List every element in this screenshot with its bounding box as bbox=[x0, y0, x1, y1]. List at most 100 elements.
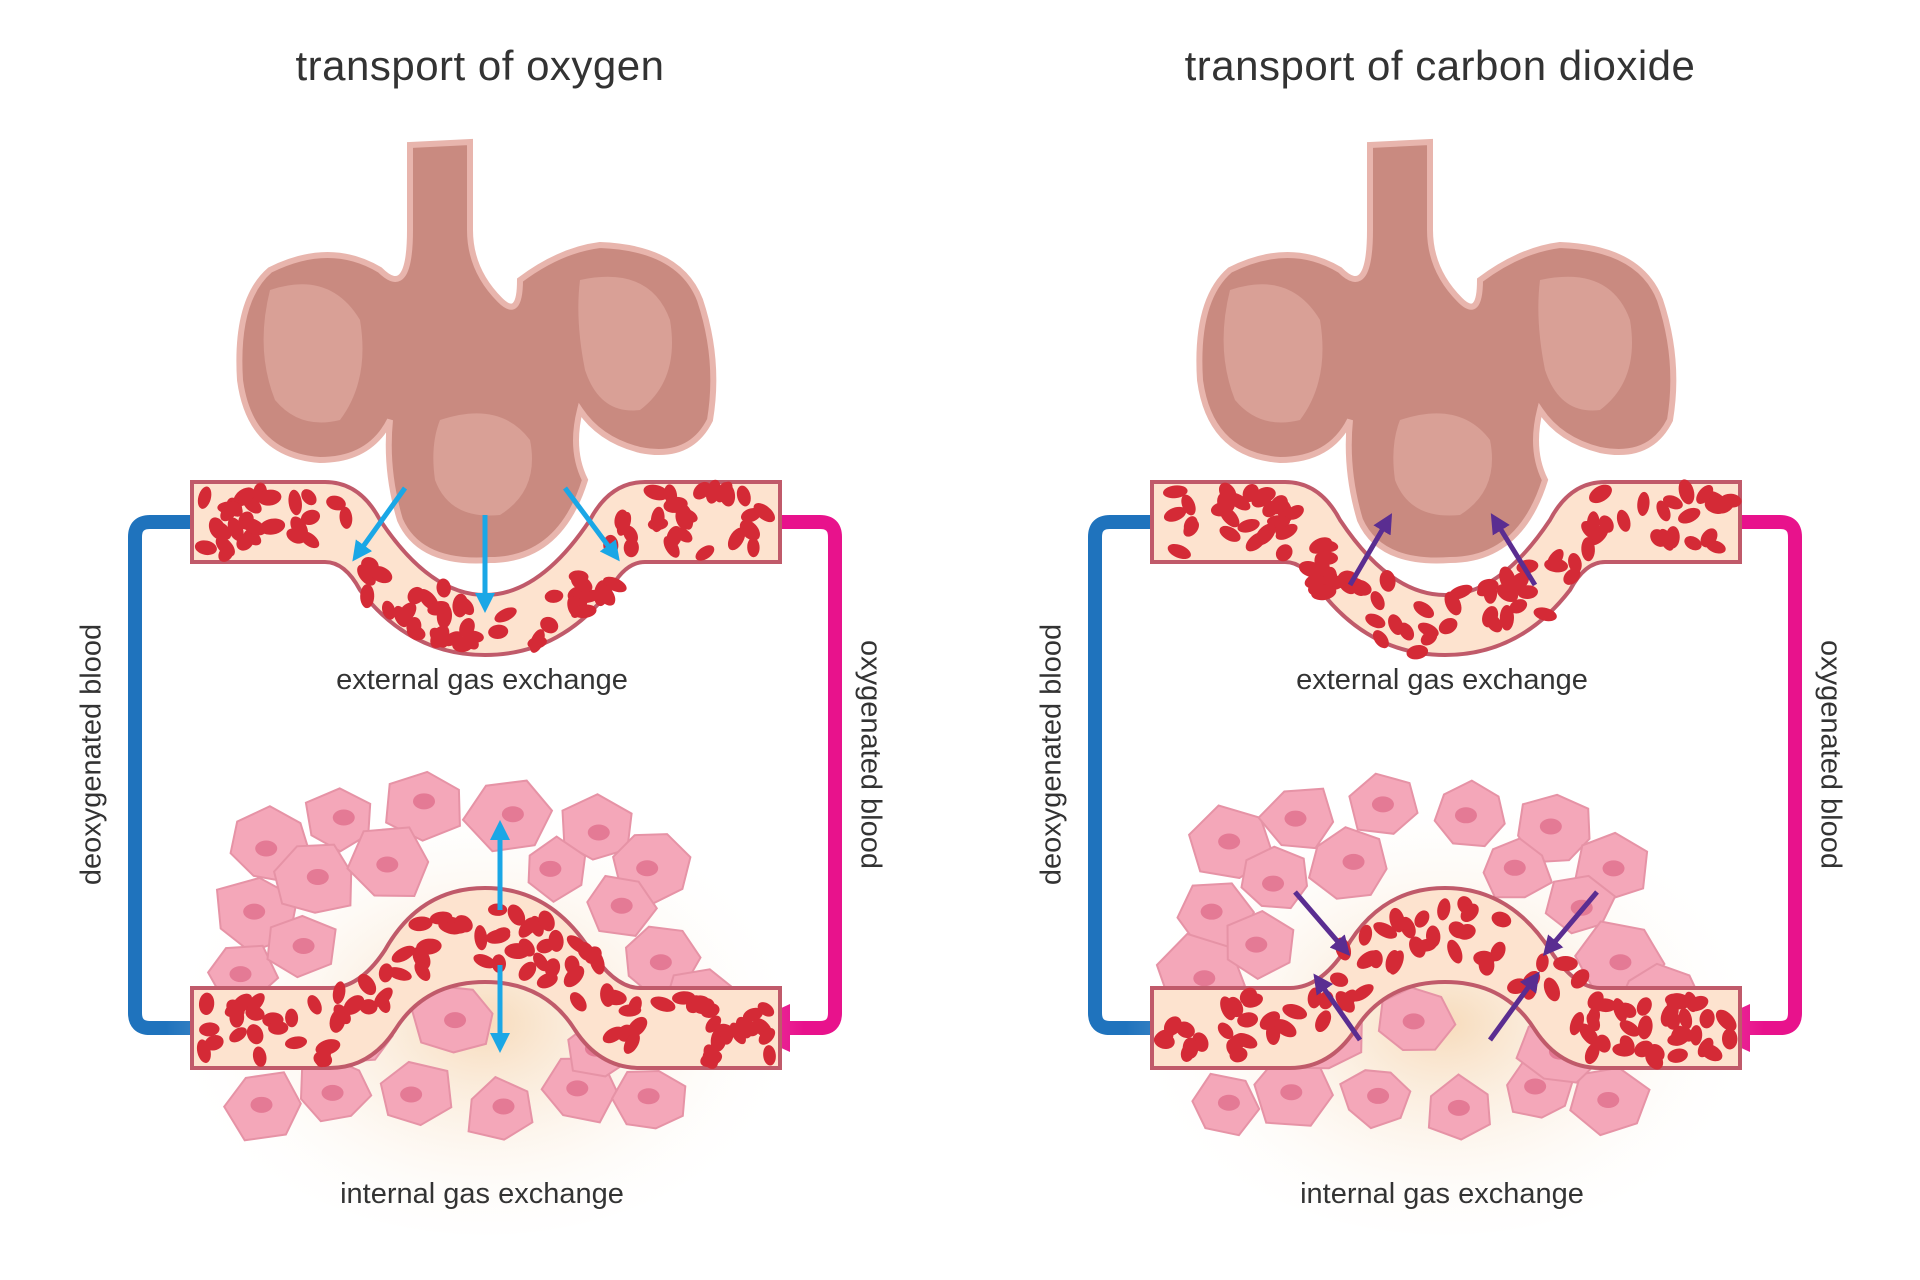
red-blood-cell bbox=[1665, 1011, 1681, 1030]
cell-nucleus bbox=[501, 806, 524, 823]
red-blood-cell bbox=[1705, 540, 1726, 554]
red-blood-cell bbox=[246, 1024, 264, 1045]
red-blood-cell bbox=[226, 999, 245, 1018]
red-blood-cell bbox=[370, 566, 393, 584]
red-blood-cell bbox=[1282, 1003, 1308, 1020]
cell-nucleus bbox=[292, 938, 315, 955]
red-blood-cell bbox=[1220, 996, 1236, 1021]
red-blood-cell bbox=[1584, 1043, 1600, 1065]
red-blood-cell bbox=[329, 1009, 346, 1033]
red-blood-cell bbox=[1637, 491, 1650, 516]
red-blood-cell bbox=[1553, 956, 1578, 972]
red-blood-cell bbox=[1351, 984, 1374, 1002]
red-blood-cell bbox=[538, 910, 555, 932]
red-blood-cell bbox=[220, 501, 239, 522]
deoxygenated-loop bbox=[1088, 515, 1197, 1035]
red-blood-cell bbox=[1636, 997, 1652, 1016]
cell-nucleus bbox=[1245, 936, 1268, 953]
red-blood-cell bbox=[627, 1016, 648, 1037]
red-blood-cell bbox=[1662, 495, 1683, 510]
red-blood-cell bbox=[1456, 924, 1476, 940]
red-blood-cell bbox=[197, 486, 212, 509]
red-blood-cell bbox=[1414, 910, 1430, 928]
red-blood-cell bbox=[753, 503, 776, 523]
cell-nucleus bbox=[1262, 875, 1285, 892]
red-blood-cell bbox=[387, 967, 412, 981]
cell-nucleus bbox=[1609, 954, 1632, 971]
red-blood-cell bbox=[1667, 1048, 1688, 1063]
red-blood-cell bbox=[1437, 898, 1451, 921]
oxygen-arrow bbox=[352, 486, 408, 562]
co2-arrow bbox=[1347, 513, 1393, 587]
external-gas-exchange-label: external gas exchange bbox=[1296, 664, 1588, 696]
red-blood-cell bbox=[1570, 969, 1590, 989]
red-blood-cell bbox=[1163, 485, 1188, 499]
red-blood-cell bbox=[729, 1022, 746, 1045]
carbon-dioxide-diagram bbox=[1088, 138, 1802, 1235]
red-blood-cell bbox=[326, 495, 346, 511]
red-blood-cell bbox=[692, 997, 715, 1015]
cell-nucleus bbox=[1503, 859, 1526, 876]
red-blood-cell bbox=[504, 943, 530, 960]
lung-lobe-right bbox=[1538, 276, 1632, 411]
red-blood-cell bbox=[1637, 1015, 1653, 1040]
cell-nucleus bbox=[1218, 833, 1241, 850]
cell-nucleus bbox=[1524, 1078, 1547, 1095]
red-blood-cell bbox=[1154, 1029, 1174, 1045]
red-blood-cell bbox=[427, 600, 450, 616]
red-blood-cell bbox=[1274, 1019, 1297, 1038]
red-blood-cell bbox=[458, 597, 475, 616]
red-blood-cell bbox=[519, 919, 539, 936]
red-blood-cell bbox=[758, 1028, 776, 1045]
red-blood-cell bbox=[1406, 644, 1429, 660]
red-blood-cell bbox=[623, 538, 639, 558]
red-blood-cell bbox=[1678, 479, 1695, 505]
cell-nucleus bbox=[255, 840, 278, 857]
red-blood-cell bbox=[285, 1008, 299, 1028]
red-blood-cell bbox=[695, 545, 715, 561]
red-blood-cell bbox=[1676, 1026, 1695, 1042]
red-blood-cell bbox=[1721, 1028, 1738, 1050]
red-blood-cell bbox=[1697, 1037, 1714, 1058]
cell-nucleus bbox=[649, 954, 672, 971]
red-blood-cell bbox=[494, 607, 517, 623]
red-blood-cell bbox=[343, 995, 365, 1015]
red-blood-cell bbox=[485, 929, 511, 944]
red-blood-cell bbox=[393, 605, 409, 628]
tissue-cells bbox=[206, 770, 739, 1142]
cell-nucleus bbox=[1402, 1013, 1425, 1030]
red-blood-cell bbox=[1687, 995, 1709, 1012]
lung-illustration bbox=[236, 138, 717, 564]
red-blood-cell bbox=[1370, 591, 1385, 611]
red-blood-cell bbox=[332, 981, 346, 1005]
red-blood-cell bbox=[229, 1027, 247, 1043]
red-blood-cell bbox=[257, 489, 282, 506]
red-blood-cell bbox=[438, 920, 463, 935]
red-blood-cell bbox=[259, 518, 286, 535]
red-blood-cell bbox=[742, 1007, 764, 1022]
oxygenated-blood-label: oxygenated blood bbox=[1814, 640, 1847, 869]
red-blood-cell bbox=[1262, 500, 1279, 518]
gas-exchange-arrows bbox=[352, 486, 620, 1053]
red-blood-cell bbox=[1586, 1012, 1601, 1032]
red-blood-cell bbox=[1699, 1009, 1715, 1029]
lung-lobe-middle bbox=[433, 413, 532, 516]
blood-cells bbox=[194, 479, 776, 1069]
co2-arrow bbox=[1487, 971, 1540, 1042]
cell-nucleus bbox=[587, 824, 610, 841]
red-blood-cell bbox=[1365, 613, 1386, 629]
red-blood-cell bbox=[544, 958, 561, 978]
red-blood-cell bbox=[602, 1026, 625, 1044]
cell-nucleus bbox=[1367, 1087, 1390, 1104]
red-blood-cell bbox=[529, 629, 545, 653]
red-blood-cell bbox=[747, 537, 760, 558]
lung-shape bbox=[236, 138, 717, 564]
red-blood-cell bbox=[236, 532, 254, 551]
red-blood-cell bbox=[736, 485, 751, 507]
red-blood-cell bbox=[1163, 506, 1187, 522]
red-blood-cell bbox=[1242, 483, 1259, 503]
lung-illustration bbox=[1196, 138, 1677, 564]
red-blood-cell bbox=[600, 983, 615, 1007]
red-blood-cell bbox=[1389, 950, 1404, 975]
oxygen-diagram bbox=[128, 138, 842, 1235]
